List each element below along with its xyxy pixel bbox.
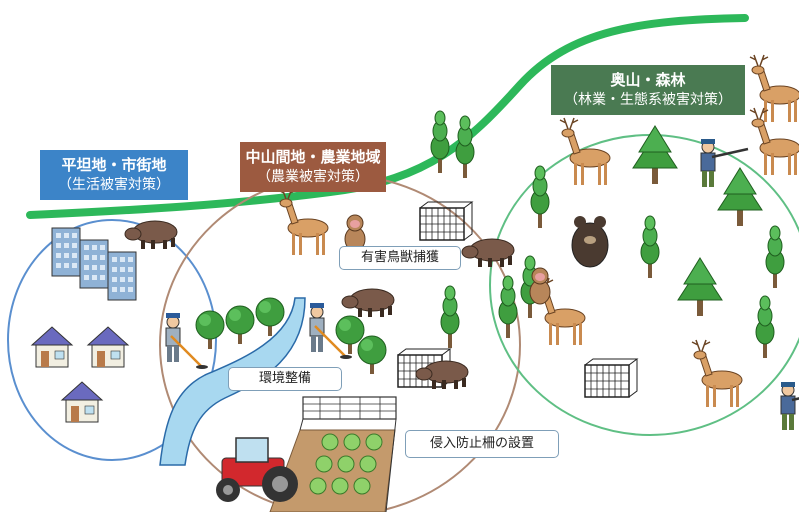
tree-icon xyxy=(455,115,475,179)
hill-subtitle: （農業被害対策） xyxy=(257,169,369,185)
deer-icon xyxy=(559,117,611,186)
bear-icon xyxy=(571,216,609,268)
trap-cage-icon xyxy=(584,358,638,398)
building-icon xyxy=(107,251,137,301)
capture-note: 有害鳥獣捕獲 xyxy=(339,246,461,270)
hill-zone-label: 中山間地・農業地域 （農業被害対策） xyxy=(240,142,386,192)
tree-icon xyxy=(195,310,225,350)
flatland-zone-label: 平坦地・市街地 （生活被害対策） xyxy=(40,150,188,200)
boar-icon xyxy=(461,238,515,268)
flatland-zone-circle xyxy=(7,219,217,461)
tree-icon xyxy=(755,295,775,359)
fence-note: 侵入防止柵の設置 xyxy=(405,430,559,458)
mountain-subtitle: （林業・生態系被害対策） xyxy=(564,92,732,108)
trap-cage-icon xyxy=(419,201,473,241)
deer-icon xyxy=(749,54,799,123)
deer-icon xyxy=(749,107,799,176)
boar-icon xyxy=(415,360,469,390)
mountain-zone-label: 奥山・森林 （林業・生態系被害対策） xyxy=(551,65,745,115)
tree-icon xyxy=(530,165,550,229)
hunter-icon xyxy=(779,380,799,432)
tree-icon xyxy=(717,167,763,227)
ridge-line xyxy=(26,14,749,219)
tree-icon xyxy=(357,335,387,375)
cabbage-icon xyxy=(309,433,383,495)
building-icon xyxy=(79,239,109,289)
monkey-icon xyxy=(529,267,551,305)
boar-icon xyxy=(124,220,178,250)
tree-icon xyxy=(765,225,785,289)
environment-note: 環境整備 xyxy=(228,367,342,391)
tree-icon xyxy=(225,305,255,345)
fence-icon xyxy=(299,396,397,512)
farm-field xyxy=(269,396,397,512)
mountain-title: 奥山・森林 xyxy=(610,71,686,89)
tractor-icon xyxy=(216,437,298,502)
house-icon xyxy=(87,326,129,368)
deer-icon xyxy=(691,339,743,408)
flatland-title: 平坦地・市街地 xyxy=(61,156,167,174)
tree-icon xyxy=(677,257,723,317)
building-icon xyxy=(51,227,81,277)
house-icon xyxy=(31,326,73,368)
flatland-subtitle: （生活被害対策） xyxy=(58,177,170,193)
boar-icon xyxy=(341,288,395,318)
house-icon xyxy=(61,381,103,423)
tree-icon xyxy=(640,215,660,279)
tree-icon xyxy=(498,275,518,339)
tree-icon xyxy=(440,285,460,349)
hill-title: 中山間地・農業地域 xyxy=(245,148,381,166)
